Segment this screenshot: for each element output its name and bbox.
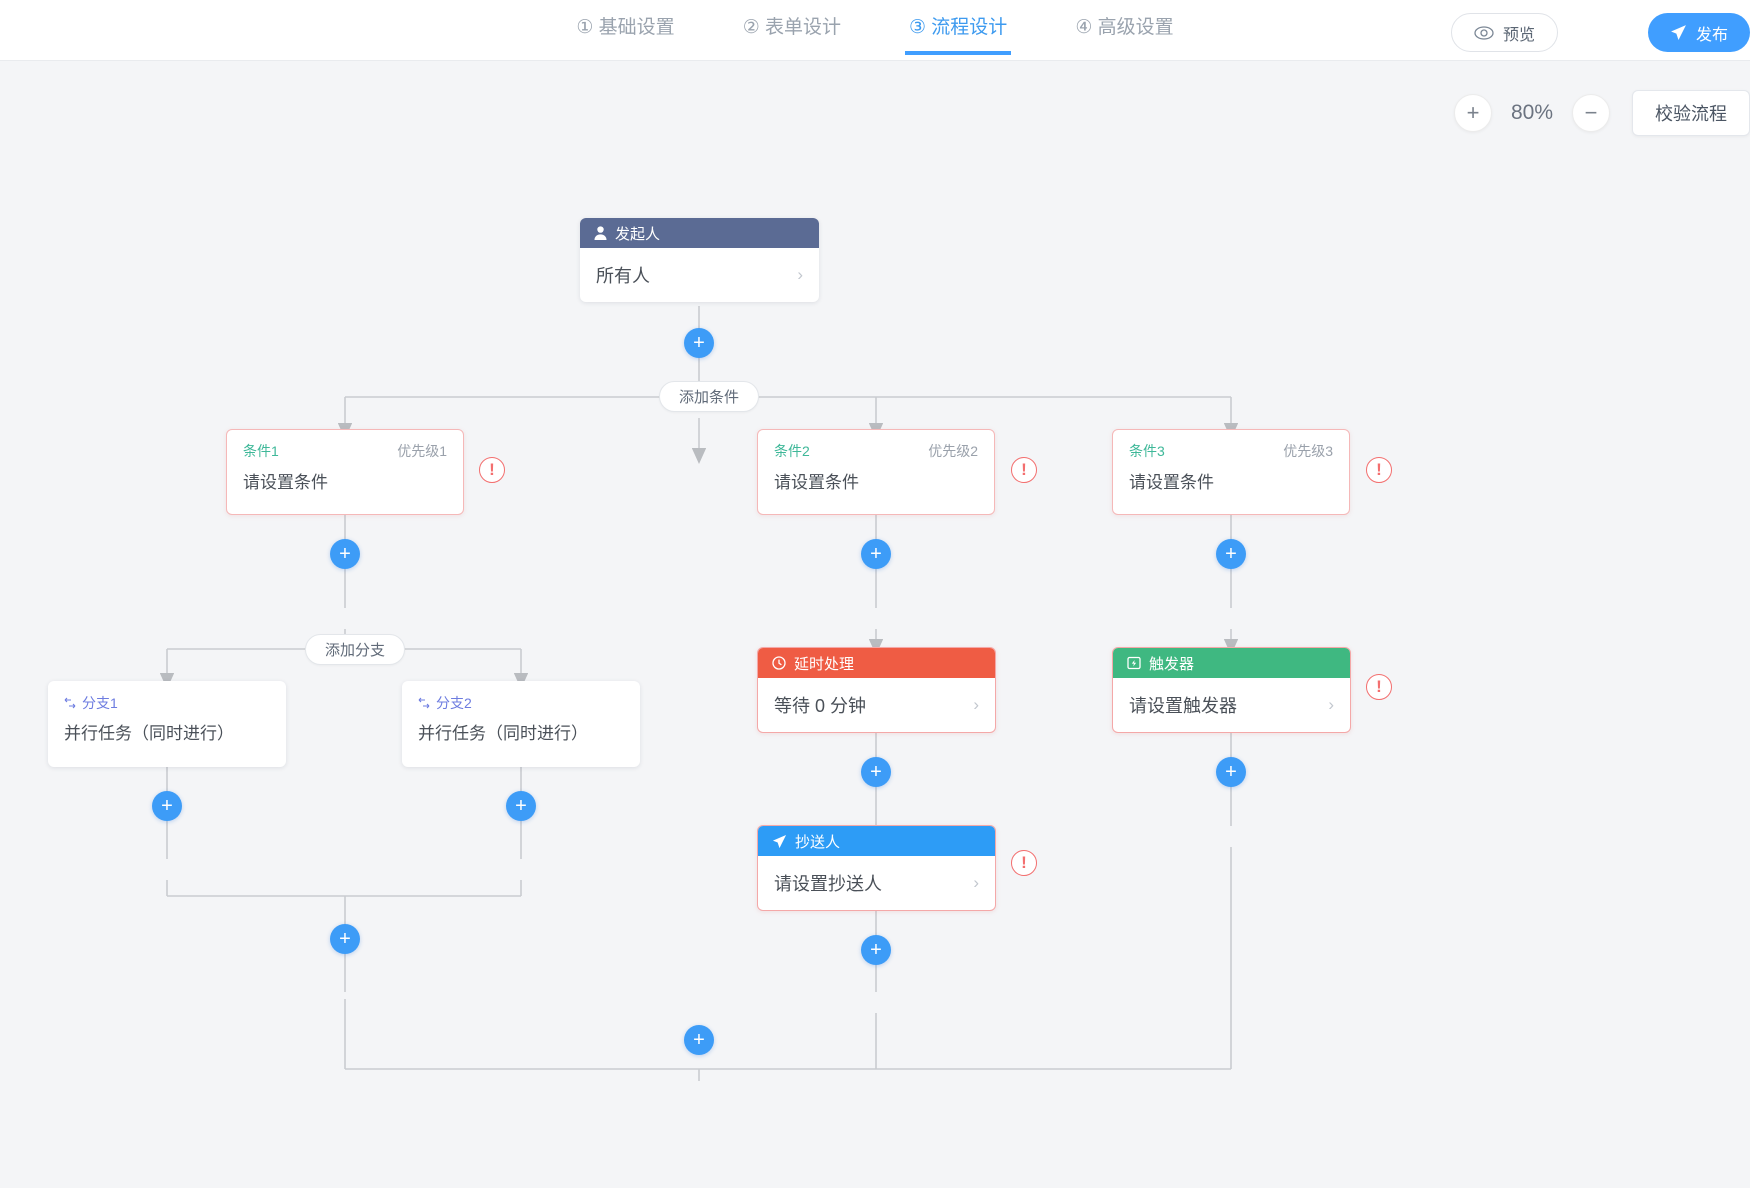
- condition-node-2-name: 条件2: [774, 443, 810, 459]
- cc-node-header: 抄送人: [758, 826, 995, 856]
- initiator-node-value: 所有人: [596, 266, 650, 286]
- initiator-node-header: 发起人: [580, 218, 819, 248]
- condition-node-3-name: 条件3: [1129, 443, 1165, 459]
- branch-node-1-name: 分支1: [82, 695, 118, 711]
- top-bar: ① 基础设置 ② 表单设计 ③ 流程设计 ④ 高级设置 预览 发布: [0, 0, 1750, 61]
- validate-process-button[interactable]: 校验流程: [1632, 90, 1750, 136]
- error-badge-condition-2[interactable]: !: [1011, 457, 1037, 483]
- cc-node[interactable]: 抄送人 请设置抄送人 ›: [757, 825, 996, 911]
- chevron-right-icon: ›: [797, 265, 803, 284]
- delay-node-body[interactable]: 等待 0 分钟 ›: [758, 678, 995, 732]
- delay-node-header: 延时处理: [758, 648, 995, 678]
- condition-node-3-priority: 优先级3: [1283, 443, 1333, 459]
- tab-advanced-settings[interactable]: ④ 高级设置: [1075, 17, 1174, 38]
- connector-lines: [159, 306, 1239, 1081]
- trigger-node[interactable]: 触发器 请设置触发器 ›: [1112, 647, 1351, 733]
- send-icon: [772, 834, 787, 849]
- add-branch-button[interactable]: 添加分支: [305, 634, 406, 665]
- send-icon: [1670, 24, 1687, 41]
- chevron-right-icon: ›: [973, 873, 979, 892]
- zoom-toolbar: + 80% − 校验流程: [1454, 90, 1750, 136]
- add-node-button-condition-1[interactable]: +: [330, 539, 360, 569]
- condition-node-2-header: 条件2 优先级2: [758, 430, 994, 461]
- add-node-button-branch-2[interactable]: +: [506, 791, 536, 821]
- add-condition-button[interactable]: 添加条件: [659, 381, 760, 412]
- condition-node-1-priority: 优先级1: [397, 443, 447, 459]
- branch-node-2-value: 并行任务（同时进行）: [418, 724, 588, 743]
- tab-form-design[interactable]: ② 表单设计: [742, 17, 841, 38]
- publish-label: 发布: [1695, 26, 1728, 44]
- trigger-node-body[interactable]: 请设置触发器 ›: [1113, 678, 1350, 732]
- tab-process-design[interactable]: ③ 流程设计: [905, 7, 1012, 55]
- branch-node-2-header: 分支2: [402, 681, 640, 713]
- condition-node-1-header: 条件1 优先级1: [227, 430, 463, 461]
- add-node-button-initiator[interactable]: +: [684, 328, 714, 358]
- preview-button[interactable]: 预览: [1450, 13, 1558, 52]
- delay-node[interactable]: 延时处理 等待 0 分钟 ›: [757, 647, 996, 733]
- publish-button[interactable]: 发布: [1647, 13, 1750, 52]
- add-node-button-branch-merge[interactable]: +: [330, 924, 360, 954]
- condition-node-2-priority: 优先级2: [928, 443, 978, 459]
- trigger-node-header: 触发器: [1113, 648, 1350, 678]
- condition-node-2-value: 请设置条件: [774, 473, 859, 492]
- chevron-right-icon: ›: [973, 695, 979, 714]
- branch-node-1-header: 分支1: [48, 681, 286, 713]
- initiator-node-body[interactable]: 所有人 ›: [580, 248, 819, 302]
- condition-node-3-header: 条件3 优先级3: [1113, 430, 1349, 461]
- add-node-button-trigger[interactable]: +: [1216, 757, 1246, 787]
- trigger-node-value: 请设置触发器: [1129, 696, 1237, 716]
- zoom-out-button[interactable]: −: [1572, 94, 1610, 132]
- branch-node-2[interactable]: 分支2 并行任务（同时进行）: [402, 681, 640, 767]
- error-badge-cc[interactable]: !: [1011, 850, 1037, 876]
- condition-node-3[interactable]: 条件3 优先级3 请设置条件: [1112, 429, 1350, 515]
- error-badge-condition-3[interactable]: !: [1366, 457, 1392, 483]
- branch-node-1[interactable]: 分支1 并行任务（同时进行）: [48, 681, 286, 767]
- initiator-node-title: 发起人: [615, 225, 661, 243]
- error-badge-trigger[interactable]: !: [1366, 674, 1392, 700]
- zoom-level: 80%: [1510, 101, 1554, 124]
- cc-node-value: 请设置抄送人: [774, 874, 882, 894]
- cc-node-title: 抄送人: [795, 833, 841, 851]
- clock-icon: [772, 656, 786, 670]
- trigger-node-title: 触发器: [1149, 655, 1195, 673]
- error-badge-condition-1[interactable]: !: [479, 457, 505, 483]
- initiator-node[interactable]: 发起人 所有人 ›: [580, 218, 819, 302]
- add-node-button-condition-2[interactable]: +: [861, 539, 891, 569]
- add-node-button-branch-1[interactable]: +: [152, 791, 182, 821]
- add-node-button-delay[interactable]: +: [861, 757, 891, 787]
- add-node-button-cc[interactable]: +: [861, 935, 891, 965]
- delay-node-value: 等待 0 分钟: [774, 696, 867, 716]
- delay-node-title: 延时处理: [794, 655, 855, 673]
- preview-label: 预览: [1502, 26, 1535, 44]
- cc-node-body[interactable]: 请设置抄送人 ›: [758, 856, 995, 910]
- flow-canvas[interactable]: 发起人 所有人 › + 添加条件 条件1 优先级1 请设置条件 ! 条件2 优先…: [0, 61, 1750, 1188]
- condition-node-1[interactable]: 条件1 优先级1 请设置条件: [226, 429, 464, 515]
- chevron-right-icon: ›: [1328, 695, 1334, 714]
- step-tabs: ① 基础设置 ② 表单设计 ③ 流程设计 ④ 高级设置: [0, 0, 1750, 61]
- condition-node-3-value: 请设置条件: [1129, 473, 1214, 492]
- eye-icon: [1474, 25, 1494, 40]
- tab-basic-settings[interactable]: ① 基础设置: [576, 17, 675, 38]
- add-node-button-condition-3[interactable]: +: [1216, 539, 1246, 569]
- condition-node-2[interactable]: 条件2 优先级2 请设置条件: [757, 429, 995, 515]
- branch-node-2-name: 分支2: [436, 695, 472, 711]
- trigger-icon: [1127, 656, 1141, 670]
- user-icon: [594, 226, 607, 240]
- fork-icon: [64, 697, 76, 709]
- add-node-button-end[interactable]: +: [684, 1025, 714, 1055]
- condition-node-1-value: 请设置条件: [243, 473, 328, 492]
- fork-icon: [418, 697, 430, 709]
- condition-node-1-name: 条件1: [243, 443, 279, 459]
- branch-node-1-value: 并行任务（同时进行）: [64, 724, 234, 743]
- zoom-in-button[interactable]: +: [1454, 94, 1492, 132]
